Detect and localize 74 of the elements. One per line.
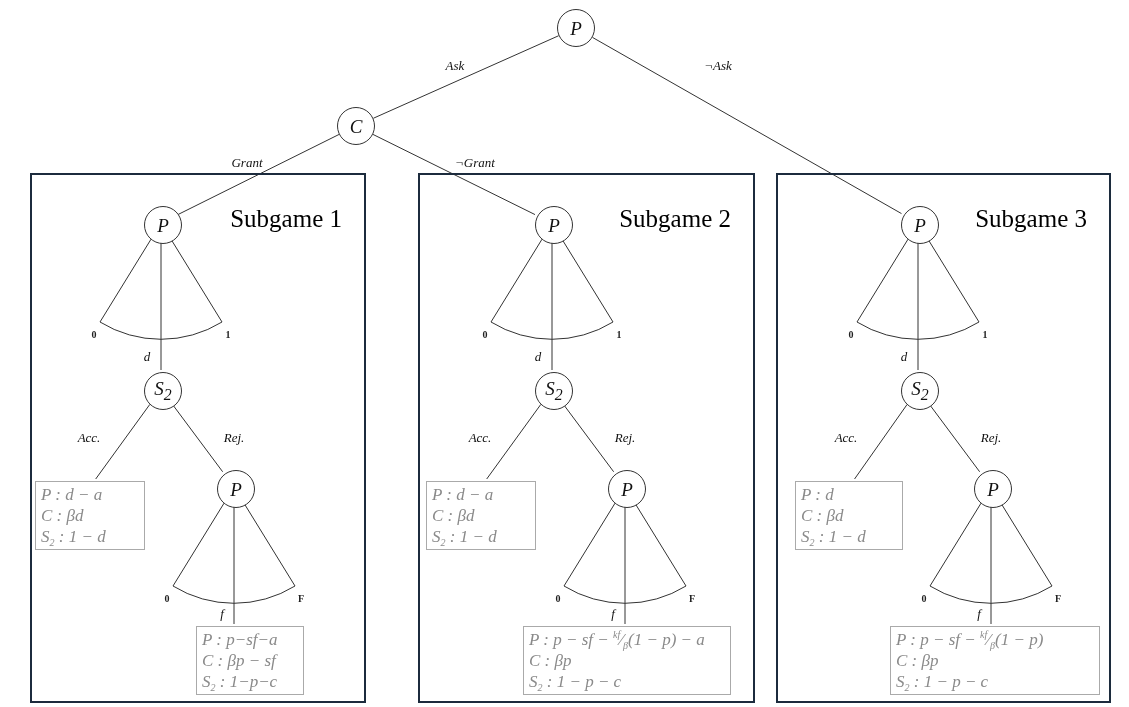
player-label: P <box>157 215 169 235</box>
edge-label: f <box>218 606 226 622</box>
player-label: S$_{2}$ <box>154 379 172 403</box>
decision-node-circle <box>901 206 939 244</box>
subgame-frame <box>30 173 366 703</box>
decision-node-circle <box>217 470 255 508</box>
payoff-box <box>35 481 145 550</box>
payoff-box <box>196 626 304 695</box>
fan-end-label: 0 <box>848 328 854 340</box>
fan-end-label: F <box>688 592 696 604</box>
payoff-line: P : d − a <box>432 484 495 505</box>
payoff-line: S$_{2}$ : 1 − d <box>801 526 867 547</box>
fan-end-label: F <box>1054 592 1062 604</box>
payoff-box <box>795 481 903 550</box>
decision-node-circle <box>608 470 646 508</box>
decision-node-circle <box>974 470 1012 508</box>
decision-node-circle <box>901 372 939 410</box>
fan-end-label: 1 <box>616 328 622 340</box>
payoff-line: S$_{2}$ : 1 − d <box>41 526 107 547</box>
payoff-line: S$_{2}$ : 1 − d <box>432 526 498 547</box>
player-label: P <box>570 18 582 38</box>
payoff-box <box>890 626 1100 695</box>
payoff-line: C : βd <box>432 505 476 526</box>
subgame-title: Subgame 2 <box>619 205 731 233</box>
subgame-frame <box>776 173 1111 703</box>
payoff-line: C : βp − sf <box>202 650 279 671</box>
branch-line <box>486 403 542 480</box>
player-label: P <box>914 215 926 235</box>
payoff-line: S$_{2}$ : 1 − p − c <box>529 671 623 692</box>
decision-node-circle <box>144 372 182 410</box>
branch-line <box>177 133 340 216</box>
fan-end-label: 1 <box>982 328 988 340</box>
payoff-line: C : βp <box>529 650 573 671</box>
player-label: P <box>621 479 633 499</box>
branch-line <box>95 403 151 480</box>
decision-node-circle <box>557 9 595 47</box>
payoff-box <box>426 481 536 550</box>
branch-line <box>372 133 536 216</box>
player-label: P <box>987 479 999 499</box>
player-label: P <box>548 215 560 235</box>
payoff-line: P : p − sf − $^{kf}$⁄$_{β}$(1 − p) − a <box>529 629 706 650</box>
payoff-line: P : p−sf−a <box>202 629 279 650</box>
fan-end-label: 0 <box>91 328 97 340</box>
payoff-line: C : βp <box>896 650 940 671</box>
branch-line <box>592 36 902 215</box>
decision-node-circle <box>535 372 573 410</box>
decision-node-circle <box>535 206 573 244</box>
fan-end-label: 0 <box>164 592 170 604</box>
payoff-line: P : d <box>801 484 835 505</box>
subgame-title: Subgame 1 <box>230 205 342 233</box>
subgame-title: Subgame 3 <box>975 205 1087 233</box>
fan-end-label: 0 <box>555 592 561 604</box>
player-label: S$_{2}$ <box>911 379 929 403</box>
player-label: C <box>349 116 363 136</box>
fan-end-label: F <box>297 592 305 604</box>
branch-line <box>372 35 560 119</box>
payoff-line: C : βd <box>801 505 845 526</box>
subgame-frame <box>418 173 755 703</box>
decision-node-circle <box>337 107 375 145</box>
edge-label: f <box>609 606 617 622</box>
payoff-line: S$_{2}$ : 1 − p − c <box>896 671 990 692</box>
fan-end-label: 1 <box>225 328 231 340</box>
payoff-box <box>523 626 731 695</box>
decision-node-circle <box>144 206 182 244</box>
fan-end-label: 0 <box>921 592 927 604</box>
player-label: S$_{2}$ <box>545 379 563 403</box>
payoff-line: C : βd <box>41 505 85 526</box>
payoff-line: P : d − a <box>41 484 104 505</box>
edge-label: f <box>975 606 983 622</box>
player-label: P <box>230 479 242 499</box>
payoff-line: S$_{2}$ : 1−p−c <box>202 671 279 692</box>
fan-end-label: 0 <box>482 328 488 340</box>
branch-line <box>854 404 908 480</box>
payoff-line: P : p − sf − $^{kf}$⁄$_{β}$(1 − p) <box>896 629 1045 650</box>
